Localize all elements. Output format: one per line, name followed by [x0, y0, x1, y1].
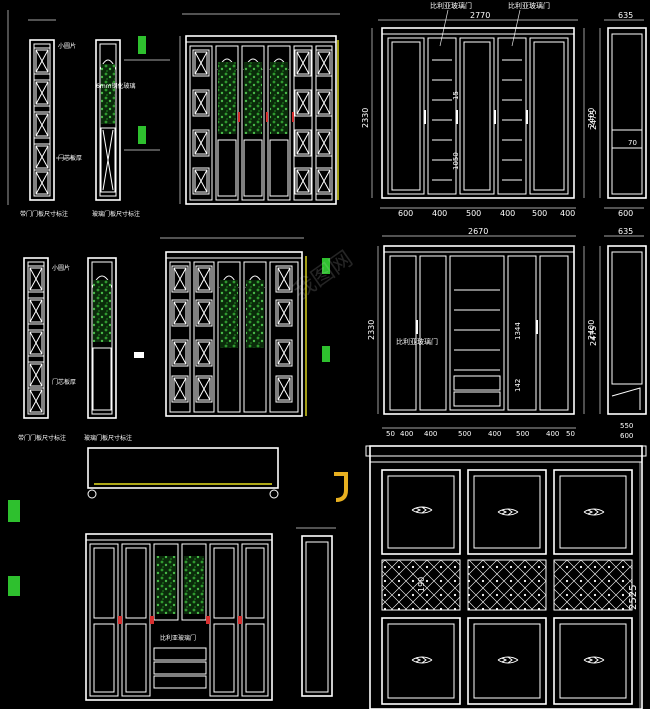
mid-bottom-dim-1: 400: [400, 430, 413, 438]
cabinet-dim-190: 190: [417, 577, 426, 592]
door-panel-d: 玻璃门板尺寸标注: [84, 257, 144, 442]
mid-height-left: 2330: [367, 320, 376, 340]
mid-bottom-dim-5: 500: [516, 430, 529, 438]
dim-1050: 1050: [452, 152, 460, 170]
side-top-bottom-width: 600: [618, 209, 633, 218]
height-2400: 2400: [587, 108, 596, 128]
side-mid-550: 550: [620, 422, 633, 430]
label-glass-right: 比利亚玻璃门: [508, 1, 550, 10]
mid-dim-142: 142: [514, 379, 522, 392]
side-view-top: 635 2475 70 600: [589, 11, 647, 218]
watermark: 我图网: [289, 247, 357, 305]
small-piece-label-a: 小圆片: [58, 42, 76, 50]
mid-height-right: 2400: [587, 320, 596, 340]
door-panel-c: 小圆片 门芯板厚 带门门板尺寸标注: [18, 257, 76, 442]
side-view-bottom: [296, 527, 336, 697]
mid-bottom-dim-3: 500: [458, 430, 471, 438]
side-view-mid: 635 2475 550 600: [589, 227, 647, 440]
wardrobe-elevation-top: [179, 13, 340, 205]
side-mid-height: 2475: [589, 326, 598, 346]
side-top-width: 635: [618, 11, 633, 20]
height-2330: 2330: [361, 108, 370, 128]
plan-top-bar: [87, 447, 348, 502]
label-glass-left: 比利亚玻璃门: [430, 1, 472, 10]
bottom-dim-4: 500: [532, 209, 547, 218]
watermark-text: 我图网: [289, 247, 357, 305]
door-c-title: 带门门板尺寸标注: [18, 434, 66, 442]
side-mid-600: 600: [620, 432, 633, 440]
side-mid-width: 635: [618, 227, 633, 236]
wardrobe-elevation-mid: [160, 237, 330, 417]
cabinet-front-bottom-right: 2525 190: [365, 445, 647, 709]
cabinet-height: 2525: [628, 585, 639, 610]
door-b-title: 玻璃门板尺寸标注: [92, 210, 140, 218]
mid-dim-1344: 1344: [514, 322, 522, 340]
door-a-title: 带门门板尺寸标注: [20, 210, 68, 218]
mid-width-2670: 2670: [468, 227, 488, 236]
bottom-dim-1: 400: [432, 209, 447, 218]
mid-bottom-dim-6: 400: [546, 430, 559, 438]
core-note-b: 门芯板厚: [52, 378, 76, 386]
bottom-dim-0: 600: [398, 209, 413, 218]
bottom-dim-3: 400: [500, 209, 515, 218]
bottom-caption: 比利亚玻璃门: [160, 634, 196, 642]
door-panel-b: 6mm钢化玻璃 玻璃门板尺寸标注: [92, 36, 170, 218]
mid-bottom-dim-7: 50: [566, 430, 575, 438]
mid-bottom-dim-2: 400: [424, 430, 437, 438]
bottom-dim-5: 400: [560, 209, 575, 218]
wardrobe-front-mid-right: 2670 比利亚玻璃门 1344 142 2330 2400 50 400 40…: [367, 227, 596, 438]
glass-note-b: 6mm钢化玻璃: [96, 82, 136, 90]
small-piece-label-b: 小圆片: [52, 264, 70, 272]
side-top-height: 2475: [589, 110, 598, 130]
wardrobe-elevation-bottom: 比利亚玻璃门: [8, 500, 273, 701]
mid-label-glass: 比利亚玻璃门: [396, 337, 438, 346]
width-2770: 2770: [470, 11, 490, 20]
dim-15: 15: [452, 91, 460, 100]
door-panel-a: 小圆片 门芯板厚 带门门板尺寸标注: [7, 10, 82, 218]
door-d-title: 玻璃门板尺寸标注: [84, 434, 132, 442]
mid-bottom-dim-0: 50: [386, 430, 395, 438]
bottom-dim-2: 500: [466, 209, 481, 218]
side-top-70: 70: [628, 139, 637, 147]
mid-bottom-dim-4: 400: [488, 430, 501, 438]
wardrobe-front-top-right: 2770 比利亚玻璃门 比利亚玻璃门: [361, 1, 596, 218]
